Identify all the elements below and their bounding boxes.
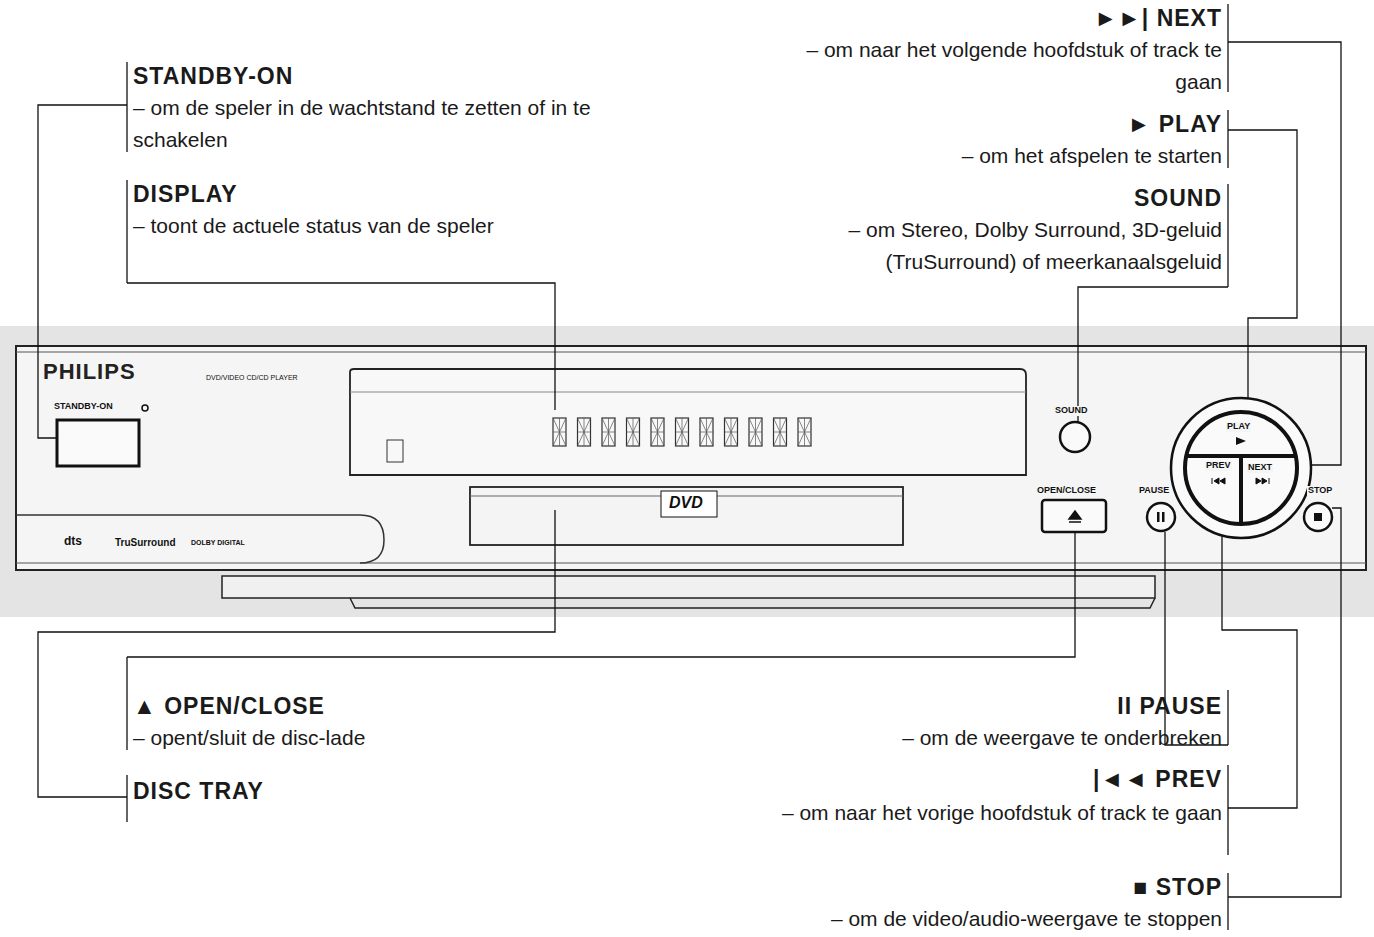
- callout-description: – om de speler in de wachtstand te zette…: [133, 92, 673, 156]
- dts-logo: dts: [63, 535, 83, 548]
- display-window: [350, 369, 1026, 475]
- brand-logo: PHILIPS: [42, 360, 137, 384]
- callout-heading: STANDBY-ON: [133, 60, 733, 92]
- button-label: STOP: [1307, 486, 1333, 496]
- callout-description: – opent/sluit de disc-lade: [133, 722, 733, 754]
- model-text: DVD/VIDEO CD/CD PLAYER: [205, 374, 299, 382]
- panel-lip: [222, 576, 1155, 598]
- dolby-logo: DOLBY DIGITAL: [190, 539, 246, 547]
- trusurround-logo: TruSurround: [114, 537, 177, 548]
- button-label: PLAY: [1226, 422, 1251, 432]
- button-label: OPEN/CLOSE: [1036, 486, 1097, 496]
- transport-ring: [1171, 398, 1311, 538]
- callout-heading: ▲ OPEN/CLOSE: [133, 690, 733, 722]
- callout-description: – om de weergave te onderbreken: [772, 722, 1222, 754]
- callout-heading: DISPLAY: [133, 178, 733, 210]
- display-segments: [553, 418, 811, 446]
- callout-heading: ■ STOP: [822, 871, 1222, 903]
- pause-button: [1147, 503, 1175, 531]
- callout-heading: DISC TRAY: [133, 775, 733, 807]
- stop-button: [1304, 503, 1332, 531]
- front-panel: [16, 346, 1366, 570]
- callout-description: – om het afspelen te starten: [772, 140, 1222, 172]
- disc-tray: [470, 487, 903, 545]
- callout-heading: SOUND: [822, 182, 1222, 214]
- dvd-logo: DVD: [668, 494, 704, 512]
- callout-heading: ► PLAY: [822, 108, 1222, 140]
- callout-heading: |◄◄ PREV: [822, 763, 1222, 795]
- button-label: STANDBY-ON: [53, 402, 114, 412]
- background-band: [0, 326, 1374, 617]
- callout-description: – toont de actuele status van de speler: [133, 210, 693, 242]
- open-close-button: [1042, 500, 1106, 532]
- callout-description: – om Stereo, Dolby Surround, 3D-geluid (…: [752, 214, 1222, 278]
- button-label: PAUSE: [1138, 486, 1170, 496]
- button-label: PREV: [1205, 461, 1232, 471]
- button-label: NEXT: [1247, 463, 1273, 473]
- callout-description: – om naar het vorige hoofdstuk of track …: [777, 797, 1222, 829]
- sound-button: [1060, 422, 1090, 452]
- callout-description: – om de video/audio-weergave te stoppen: [722, 903, 1222, 935]
- button-label: SOUND: [1054, 406, 1089, 416]
- callout-heading: II PAUSE: [822, 690, 1222, 722]
- callout-description: – om naar het volgende hoofdstuk of trac…: [772, 34, 1222, 98]
- standby-button: [57, 420, 139, 466]
- callout-heading: ►►| NEXT: [822, 2, 1222, 34]
- leader-lines: [38, 4, 1341, 930]
